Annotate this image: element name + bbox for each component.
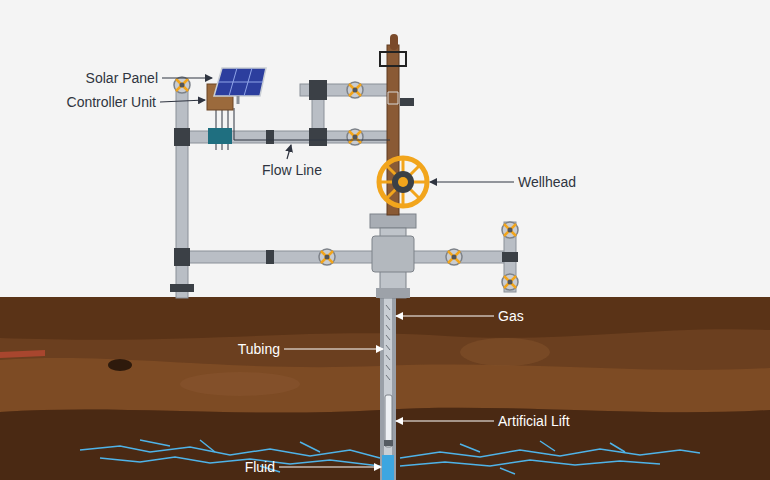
part-label: Solar Panel [86, 70, 158, 86]
solar-panel [214, 68, 266, 104]
leader-lines [160, 78, 514, 467]
wellhead-wheel [379, 158, 427, 206]
wellhead-body [370, 214, 416, 298]
part-label: Controller Unit [67, 94, 156, 110]
valves [174, 77, 518, 290]
part-label: Tubing [238, 341, 280, 357]
sky [0, 0, 770, 298]
pipework [176, 80, 516, 298]
tubing [380, 297, 396, 480]
artificial-lift-pump [384, 395, 393, 447]
part-label: Flow Line [262, 162, 322, 178]
part-label: Wellhead [518, 174, 576, 190]
fluid-column [382, 455, 394, 480]
ground [0, 297, 770, 480]
part-label: Artificial Lift [498, 413, 570, 429]
part-label: Gas [498, 308, 524, 324]
part-label: Fluid [245, 459, 275, 475]
pipe-fittings [170, 80, 518, 292]
